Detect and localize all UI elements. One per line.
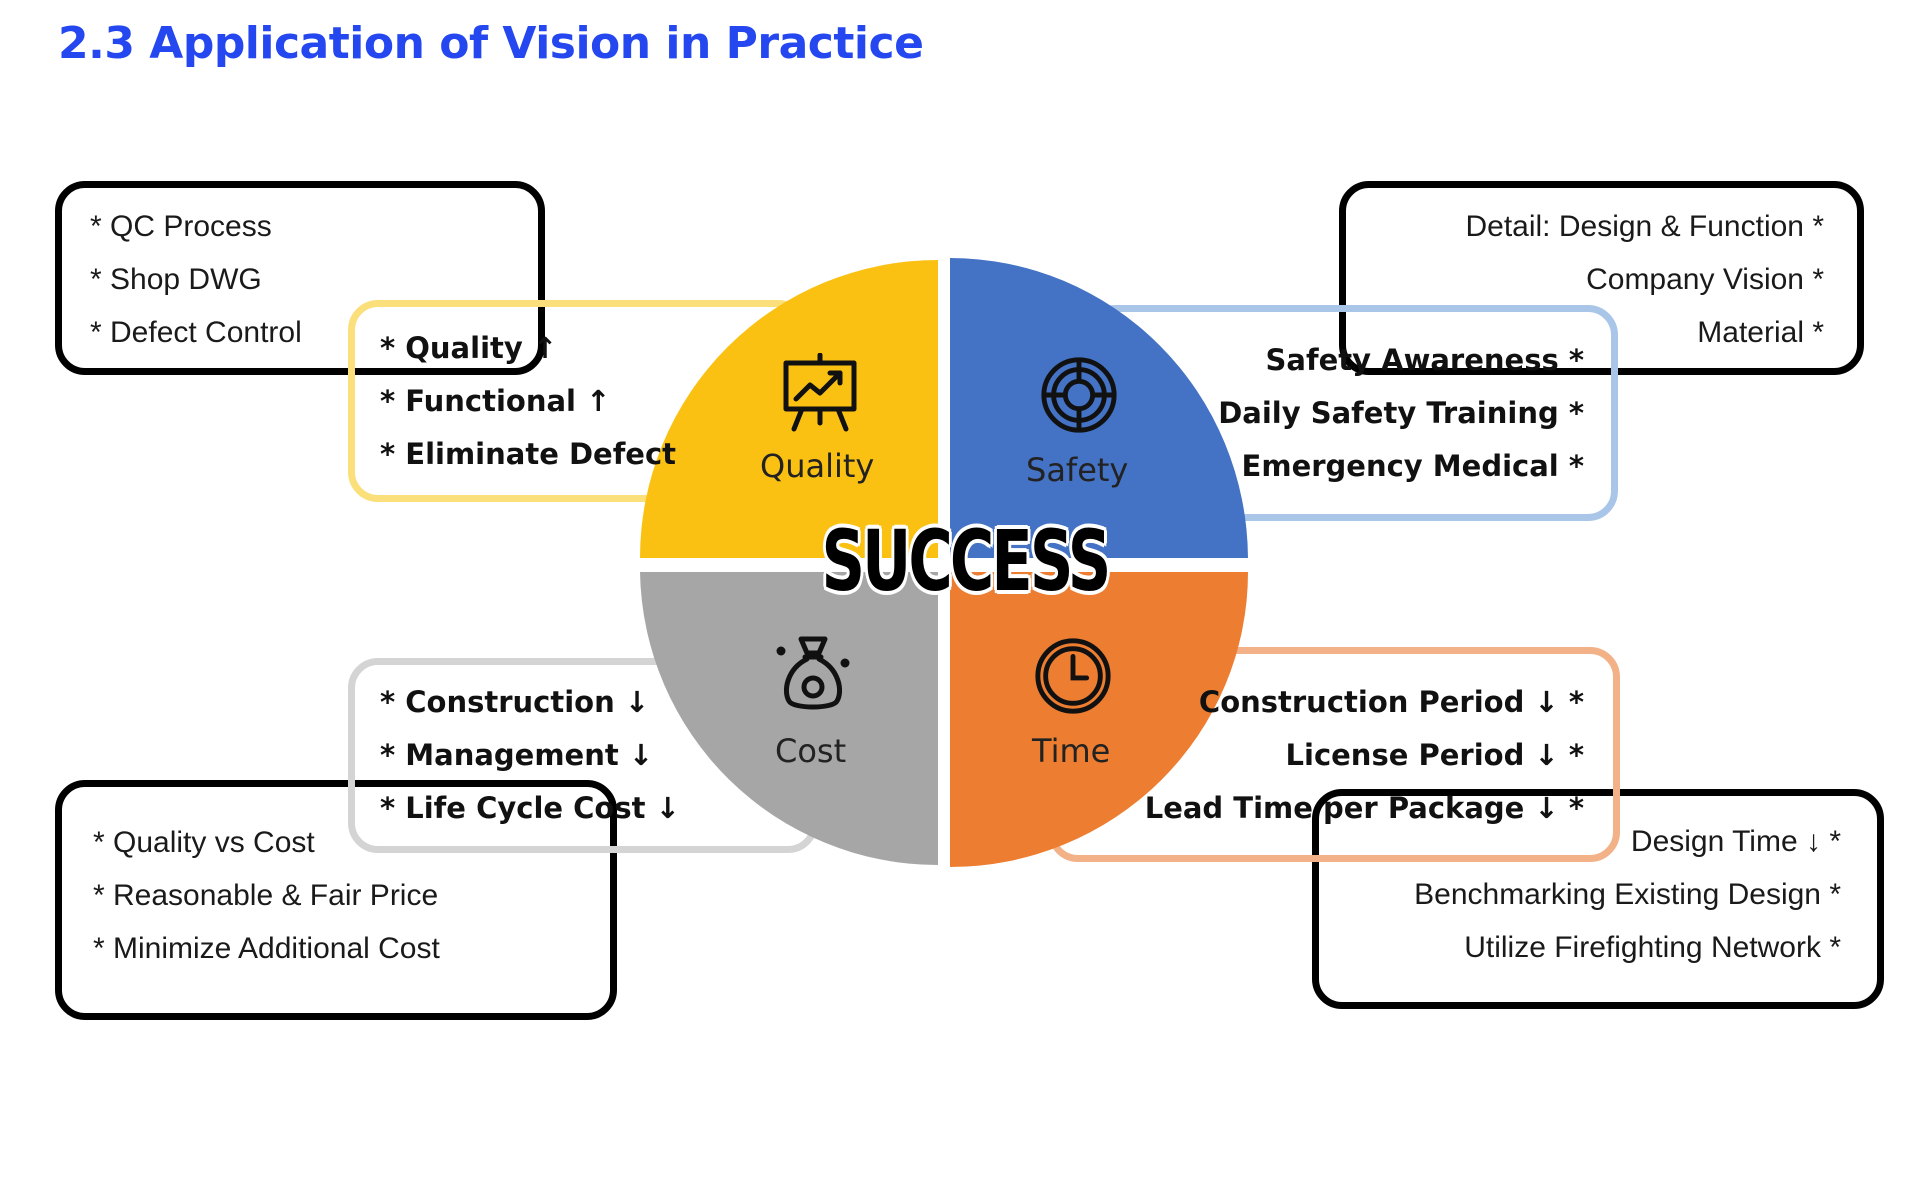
quality-outer-box bbox=[55, 181, 545, 375]
cost-outer-list: * Quality vs Cost * Reasonable & Fair Pr… bbox=[93, 816, 440, 975]
list-item: Construction Period ↓ * bbox=[1198, 685, 1584, 719]
safety-outer-list: Detail: Design & Function * Company Visi… bbox=[1465, 200, 1824, 359]
cost-segment bbox=[640, 572, 938, 865]
list-item: * Shop DWG bbox=[90, 263, 262, 296]
time-segment bbox=[950, 572, 1248, 867]
safety-outer-box bbox=[1339, 181, 1864, 375]
cost-label: Cost bbox=[775, 732, 847, 770]
presentation-chart-icon bbox=[783, 353, 857, 432]
lifebuoy-icon bbox=[1041, 357, 1117, 433]
page-title: 2.3 Application of Vision in Practice bbox=[58, 18, 924, 69]
list-item: Safety Awareness * bbox=[1265, 343, 1584, 377]
quality-label: Quality bbox=[760, 447, 875, 485]
list-item: * Construction ↓ bbox=[380, 685, 650, 719]
time-label: Time bbox=[1032, 732, 1111, 770]
list-item: Material * bbox=[1697, 316, 1824, 349]
list-item: Company Vision * bbox=[1586, 263, 1824, 296]
time-inner-list: Construction Period ↓ * License Period ↓… bbox=[1145, 676, 1584, 835]
cost-outer-box bbox=[55, 780, 617, 1020]
list-item: Design Time ↓ * bbox=[1630, 825, 1841, 858]
list-item: Emergency Medical * bbox=[1241, 449, 1584, 483]
list-item: Benchmarking Existing Design * bbox=[1414, 878, 1841, 911]
list-item: Daily Safety Training * bbox=[1218, 396, 1584, 430]
time-outer-box bbox=[1312, 789, 1884, 1009]
time-outer-list: Design Time ↓ * Benchmarking Existing De… bbox=[1414, 815, 1841, 974]
cost-inner-list: * Construction ↓ * Management ↓ * Life C… bbox=[380, 676, 680, 835]
list-item: License Period ↓ * bbox=[1285, 738, 1584, 772]
safety-inner-list: Safety Awareness * Daily Safety Training… bbox=[1218, 334, 1584, 493]
list-item: * Quality vs Cost bbox=[93, 826, 315, 859]
list-item: Lead Time per Package ↓ * bbox=[1144, 791, 1584, 825]
success-label: SUCCESS bbox=[821, 512, 1111, 610]
list-item: * Management ↓ bbox=[380, 738, 654, 772]
list-item: * Minimize Additional Cost bbox=[93, 932, 440, 965]
list-item: * Life Cycle Cost ↓ bbox=[380, 791, 680, 825]
list-item: Utilize Firefighting Network * bbox=[1464, 931, 1841, 964]
safety-label: Safety bbox=[1026, 451, 1129, 489]
list-item: * Reasonable & Fair Price bbox=[93, 879, 439, 912]
list-item: * Defect Control bbox=[90, 316, 302, 349]
clock-icon bbox=[1035, 638, 1111, 714]
list-item: * Quality ↑ bbox=[380, 331, 558, 365]
list-item: * Functional ↑ bbox=[380, 384, 611, 418]
money-bag-icon bbox=[776, 636, 850, 710]
quality-outer-list: * QC Process * Shop DWG * Defect Control bbox=[90, 200, 302, 359]
list-item: Detail: Design & Function * bbox=[1465, 210, 1824, 243]
quality-inner-list: * Quality ↑ * Functional ↑ * Eliminate D… bbox=[380, 322, 676, 481]
list-item: * Eliminate Defect bbox=[380, 437, 677, 471]
list-item: * QC Process bbox=[90, 210, 272, 243]
